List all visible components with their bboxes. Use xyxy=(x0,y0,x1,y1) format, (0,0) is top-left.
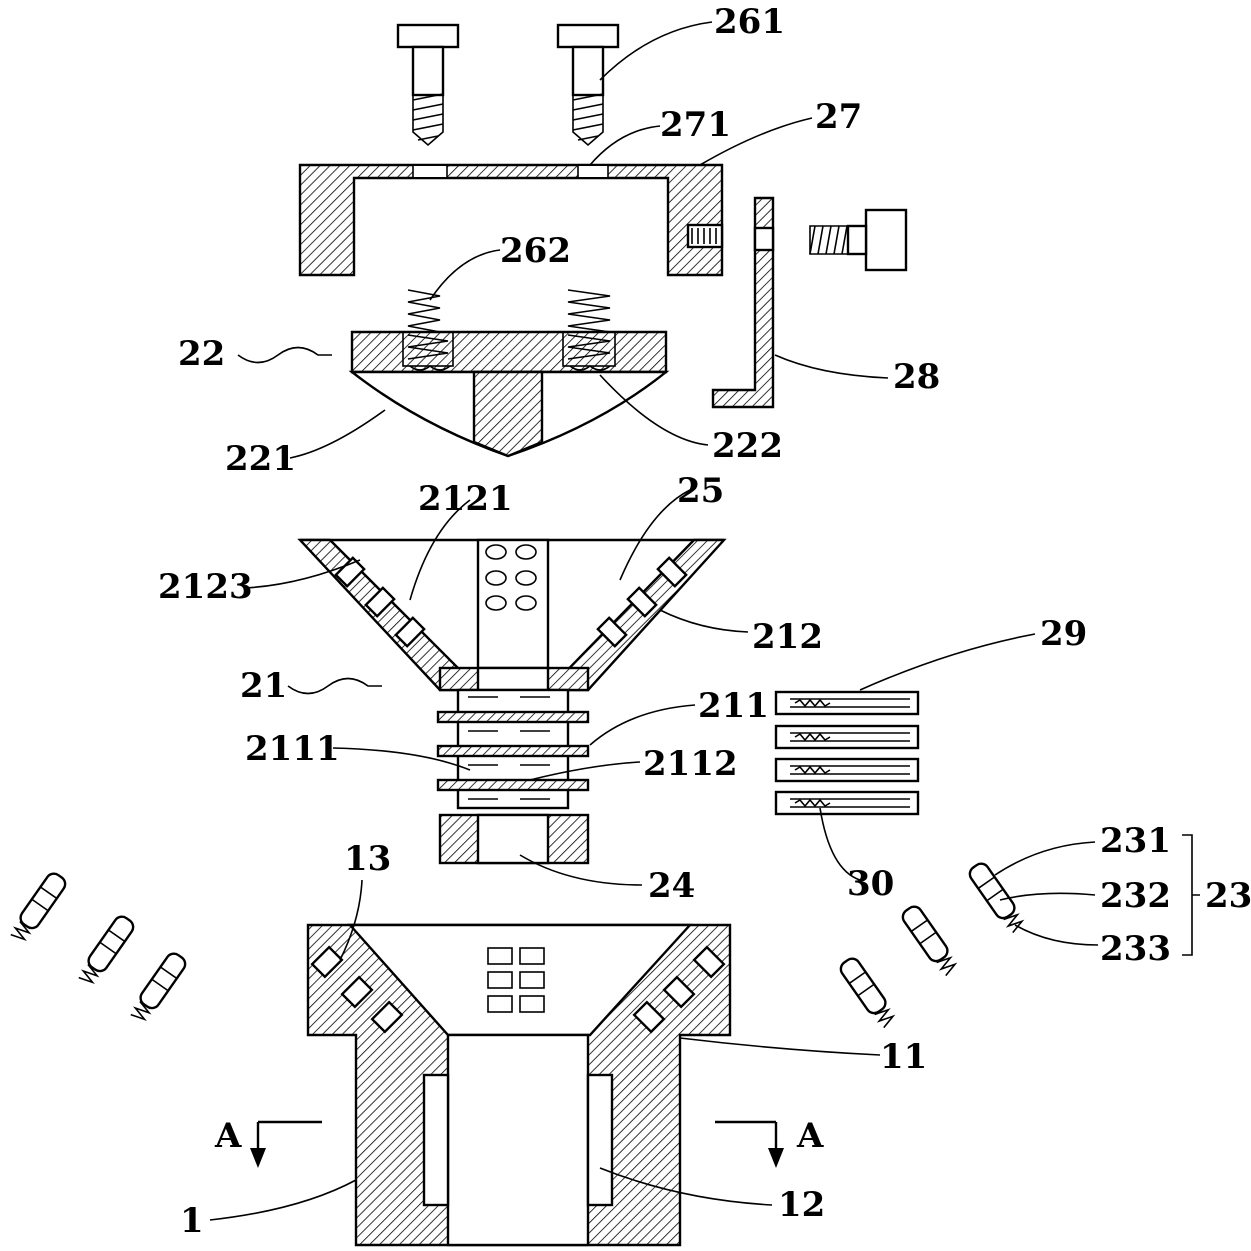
label-1: 1 xyxy=(180,1201,204,1241)
label-222: 222 xyxy=(712,426,783,466)
side-screw xyxy=(809,208,908,272)
label-2112: 2112 xyxy=(643,744,738,784)
pin-left-3 xyxy=(130,952,187,1021)
label-25: 25 xyxy=(677,471,724,511)
top-cover-27 xyxy=(298,163,724,277)
leader-lines xyxy=(209,21,1200,1221)
label-233: 233 xyxy=(1100,929,1171,969)
plates-29 xyxy=(774,690,920,816)
screw-261-left xyxy=(396,23,460,147)
screw-261-right xyxy=(556,23,620,147)
label-23: 23 xyxy=(1205,876,1251,916)
label-2121: 2121 xyxy=(418,479,513,519)
label-21: 21 xyxy=(240,666,287,706)
pin-right-3 xyxy=(968,862,1025,934)
part-labels: 261 271 27 262 22 28 221 222 2121 25 212… xyxy=(158,2,1251,1241)
label-29: 29 xyxy=(1040,614,1087,654)
pin-left-1 xyxy=(10,872,67,941)
label-a-left: A xyxy=(214,1116,242,1156)
label-11: 11 xyxy=(880,1037,927,1077)
pin-left-2 xyxy=(78,915,135,984)
label-221: 221 xyxy=(225,439,296,479)
stack-211 xyxy=(436,688,590,810)
label-212: 212 xyxy=(752,617,823,657)
label-211: 211 xyxy=(698,686,769,726)
label-261: 261 xyxy=(714,2,785,42)
label-2123: 2123 xyxy=(158,567,253,607)
section-arrow-left xyxy=(250,1120,322,1168)
l-bracket-28 xyxy=(711,196,775,409)
label-12: 12 xyxy=(778,1185,825,1225)
base-ring-24 xyxy=(438,813,590,865)
label-13: 13 xyxy=(344,839,391,879)
pin-right-2 xyxy=(901,905,958,977)
label-24: 24 xyxy=(648,866,695,906)
label-271: 271 xyxy=(660,105,731,145)
label-231: 231 xyxy=(1100,821,1171,861)
label-2111: 2111 xyxy=(245,729,340,769)
label-262: 262 xyxy=(500,231,571,271)
label-232: 232 xyxy=(1100,876,1171,916)
section-arrow-right xyxy=(715,1120,784,1168)
label-27: 27 xyxy=(815,97,862,137)
label-a-right: A xyxy=(796,1116,824,1156)
pin-right-1 xyxy=(839,957,896,1029)
label-28: 28 xyxy=(893,357,940,397)
label-30: 30 xyxy=(847,864,894,904)
label-22: 22 xyxy=(178,334,225,374)
funnel-212 xyxy=(297,538,727,692)
base-1 xyxy=(306,923,732,1247)
pressing-block-22 xyxy=(348,330,670,458)
